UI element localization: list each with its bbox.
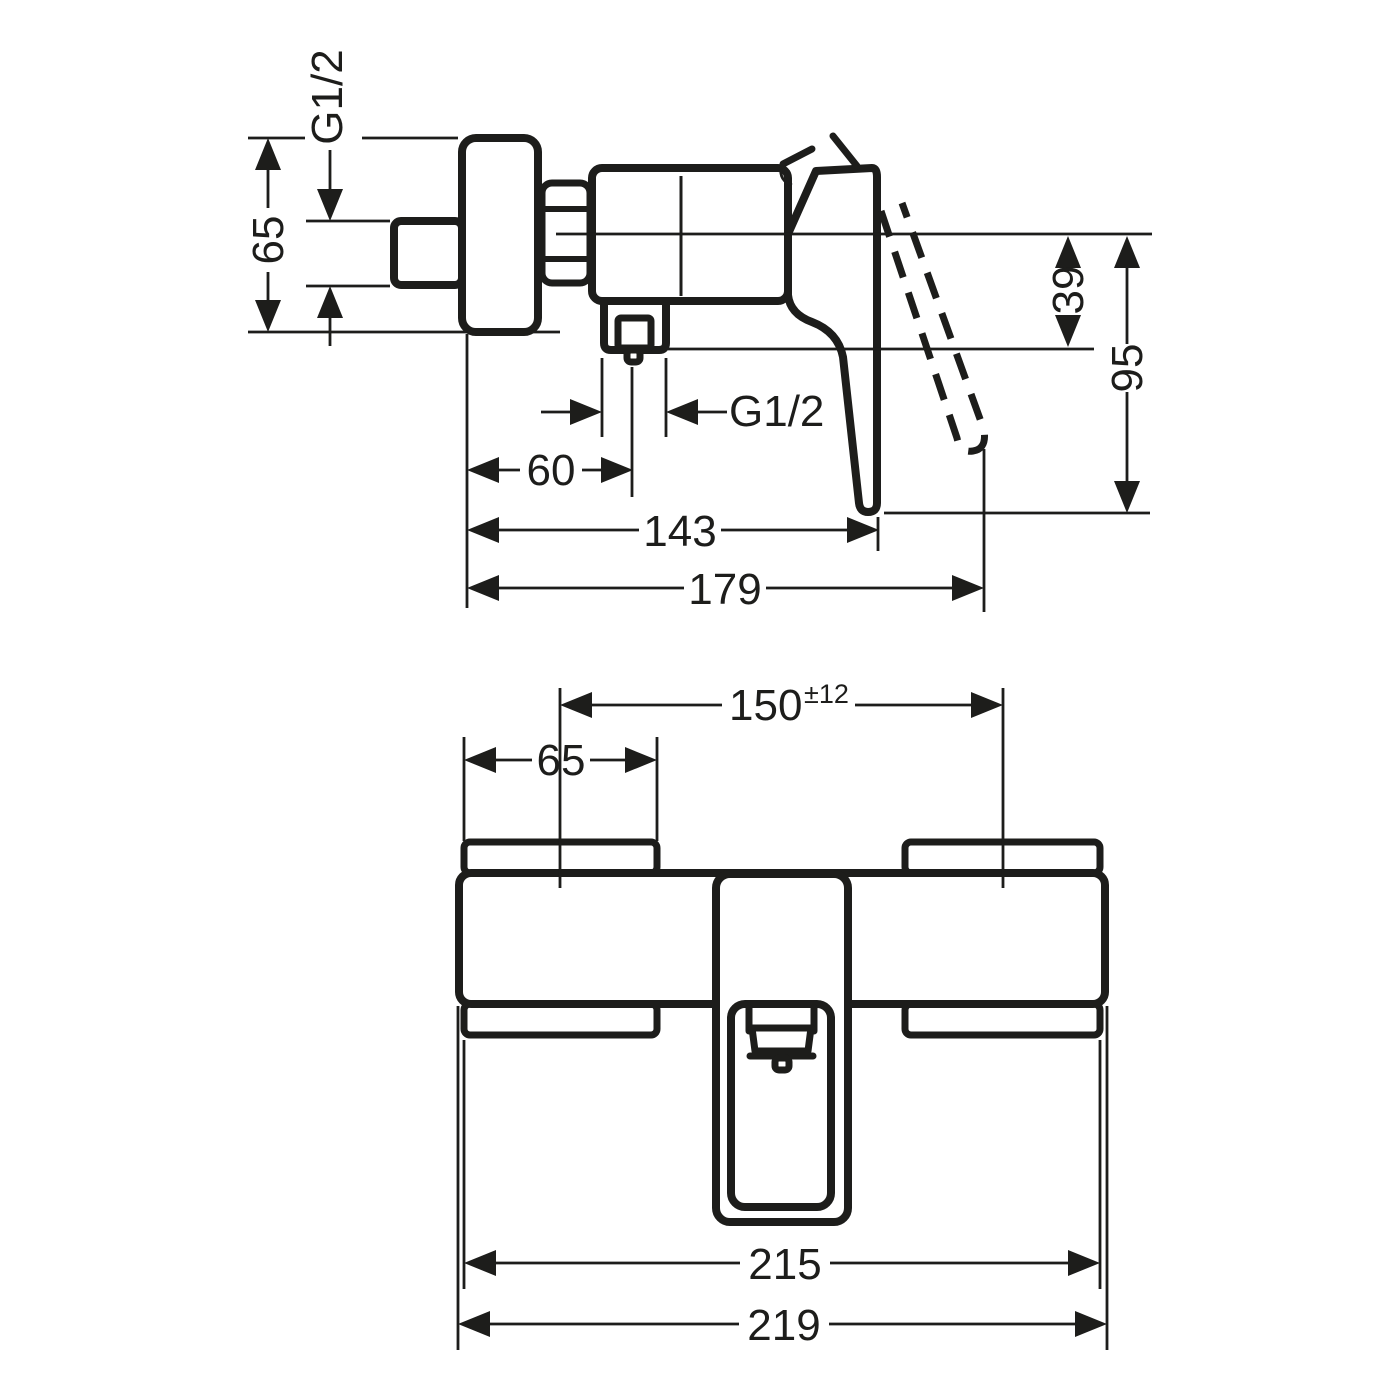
dim-label-inlet-thread: G1/2 (303, 49, 352, 144)
escutcheon-left-bottom (460, 1000, 661, 1039)
arrow-up (255, 138, 281, 170)
dim-label-outlet-drop: 39 (1044, 266, 1093, 315)
arrow-left (464, 1250, 496, 1276)
arrow-left (666, 399, 698, 425)
dim-inlet-thread: G1/2 (303, 49, 390, 346)
spout-nub (771, 1054, 793, 1074)
arrow-right (971, 692, 1003, 718)
dim-label-connection-centers: 150 (729, 681, 802, 730)
arrow-left (467, 457, 499, 483)
spout-front (745, 1004, 818, 1074)
dim-connection-centers: 150 ±12 (560, 679, 1003, 730)
dim-label-depth-overall: 179 (688, 565, 761, 614)
dim-handle-drop: 95 (1103, 236, 1152, 513)
arrow-left (467, 517, 499, 543)
dim-label-outlet-thread: G1/2 (729, 387, 824, 436)
lever-open-top-dash-left (779, 145, 816, 168)
front-view: 150 ±12 65 215 219 (455, 679, 1109, 1350)
arrow-down (255, 300, 281, 332)
arrow-right (1068, 1250, 1100, 1276)
arrow-right (952, 575, 984, 601)
dim-depth-overall: 179 (467, 565, 984, 614)
dim-label-depth-handle: 143 (643, 507, 716, 556)
arrow-up (317, 286, 343, 318)
dim-label-escutcheon-width: 65 (537, 736, 586, 785)
dim-label-body-width: 215 (748, 1240, 821, 1289)
arrow-right (1075, 1311, 1107, 1337)
dim-escutcheon-height: 65 (244, 136, 560, 334)
arrow-left (467, 575, 499, 601)
lever-open-swing-arc (779, 166, 793, 187)
arrow-right (625, 747, 657, 773)
outlet-aerator-box (614, 314, 655, 352)
arrow-left (560, 692, 592, 718)
arrow-right (847, 517, 879, 543)
arrow-right (601, 457, 633, 483)
dim-escutcheon-width: 65 (462, 736, 659, 841)
lever-handle-open-position (779, 132, 988, 455)
dim-outlet-drop: 39 (1044, 236, 1093, 347)
lever-open-outline (877, 201, 988, 455)
dim-depth-handle: 143 (467, 507, 879, 556)
dim-label-connection-tolerance: ±12 (804, 679, 849, 709)
spout-bucket (748, 1024, 815, 1055)
lever-handle (784, 164, 881, 516)
arrow-left (458, 1311, 490, 1337)
dim-outlet-offset: 60 (467, 446, 633, 495)
dim-label-overall-width: 219 (747, 1301, 820, 1350)
arrow-left (464, 747, 496, 773)
arrow-up (1055, 236, 1081, 268)
arrow-down (1114, 481, 1140, 513)
dim-outlet-thread: G1/2 (541, 387, 824, 436)
wall-escutcheon-side (458, 134, 542, 336)
outlet-aerator (614, 314, 655, 366)
arrow-right (570, 399, 602, 425)
arrow-down (317, 189, 343, 221)
arrow-down (1055, 315, 1081, 347)
escutcheon-right-bottom (901, 1000, 1104, 1039)
arrow-up (1114, 236, 1140, 268)
dim-label-outlet-offset: 60 (527, 446, 576, 495)
inlet-connector (390, 217, 466, 289)
dim-label-handle-drop: 95 (1103, 344, 1152, 393)
dim-body-width: 215 (462, 1040, 1102, 1289)
lever-open-top-dash-right (829, 132, 861, 170)
side-view: 65 G1/2 39 95 (244, 49, 1152, 614)
outlet-aerator-nub (623, 346, 644, 366)
dim-overall-width: 219 (456, 1006, 1109, 1350)
dim-label-escutcheon-height: 65 (244, 216, 293, 265)
